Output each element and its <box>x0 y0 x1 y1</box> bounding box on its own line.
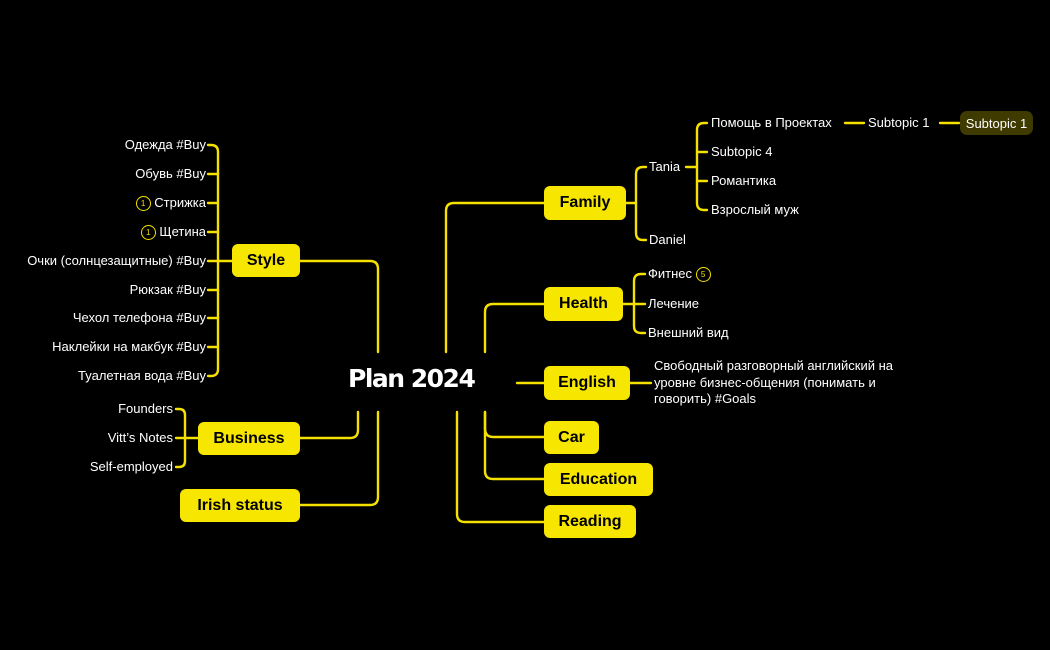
business-item-vitts-notes[interactable]: Vitt’s Notes <box>107 430 173 445</box>
family-item-daniel[interactable]: Daniel <box>649 232 686 247</box>
family-item-tania[interactable]: Tania <box>649 159 681 174</box>
topic-english[interactable]: English <box>544 366 630 400</box>
subtopic-1-selected-node[interactable]: Subtopic 1 <box>960 111 1033 135</box>
style-item-haircut[interactable]: 1 Стрижка <box>135 195 206 211</box>
tania-item-subtopic-4[interactable]: Subtopic 4 <box>711 144 773 159</box>
health-item-treatment[interactable]: Лечение <box>648 296 700 311</box>
subtopic-1-node[interactable]: Subtopic 1 <box>868 115 930 130</box>
topic-health[interactable]: Health <box>544 287 623 321</box>
topic-irish-status[interactable]: Irish status <box>180 489 300 522</box>
style-item-stickers[interactable]: Наклейки на макбук #Buy <box>52 339 206 354</box>
style-item-phone-case[interactable]: Чехол телефона #Buy <box>72 310 206 325</box>
style-item-backpack[interactable]: Рюкзак #Buy <box>129 282 206 297</box>
tania-item-romance[interactable]: Романтика <box>711 173 777 188</box>
topic-car[interactable]: Car <box>544 421 599 454</box>
business-item-self-employed[interactable]: Self-employed <box>89 459 173 474</box>
style-item-shoes[interactable]: Обувь #Buy <box>135 166 206 181</box>
topic-family[interactable]: Family <box>544 186 626 220</box>
topic-reading[interactable]: Reading <box>544 505 636 538</box>
business-item-founders[interactable]: Founders <box>118 401 173 416</box>
style-item-clothes[interactable]: Одежда #Buy <box>124 137 206 152</box>
priority-badge: 1 <box>140 225 156 240</box>
health-item-appearance[interactable]: Внешний вид <box>648 325 729 340</box>
style-item-sunglasses[interactable]: Очки (солнцезащитные) #Buy <box>27 253 206 268</box>
central-topic[interactable]: Plan 2024 <box>348 364 476 393</box>
english-goal-text[interactable]: Свободный разговорный английский на уров… <box>654 358 894 406</box>
style-item-stubble[interactable]: 1 Щетина <box>140 224 206 240</box>
priority-badge: 5 <box>695 267 711 282</box>
topic-education[interactable]: Education <box>544 463 653 496</box>
priority-badge: 1 <box>135 196 151 211</box>
tania-item-adult-husband[interactable]: Взрослый муж <box>711 202 799 217</box>
tania-item-projects-help[interactable]: Помощь в Проектах <box>711 115 832 130</box>
style-item-cologne[interactable]: Туалетная вода #Buy <box>78 368 206 383</box>
health-item-fitness[interactable]: Фитнес 5 <box>648 266 711 282</box>
topic-style[interactable]: Style <box>232 244 300 277</box>
topic-business[interactable]: Business <box>198 422 300 455</box>
